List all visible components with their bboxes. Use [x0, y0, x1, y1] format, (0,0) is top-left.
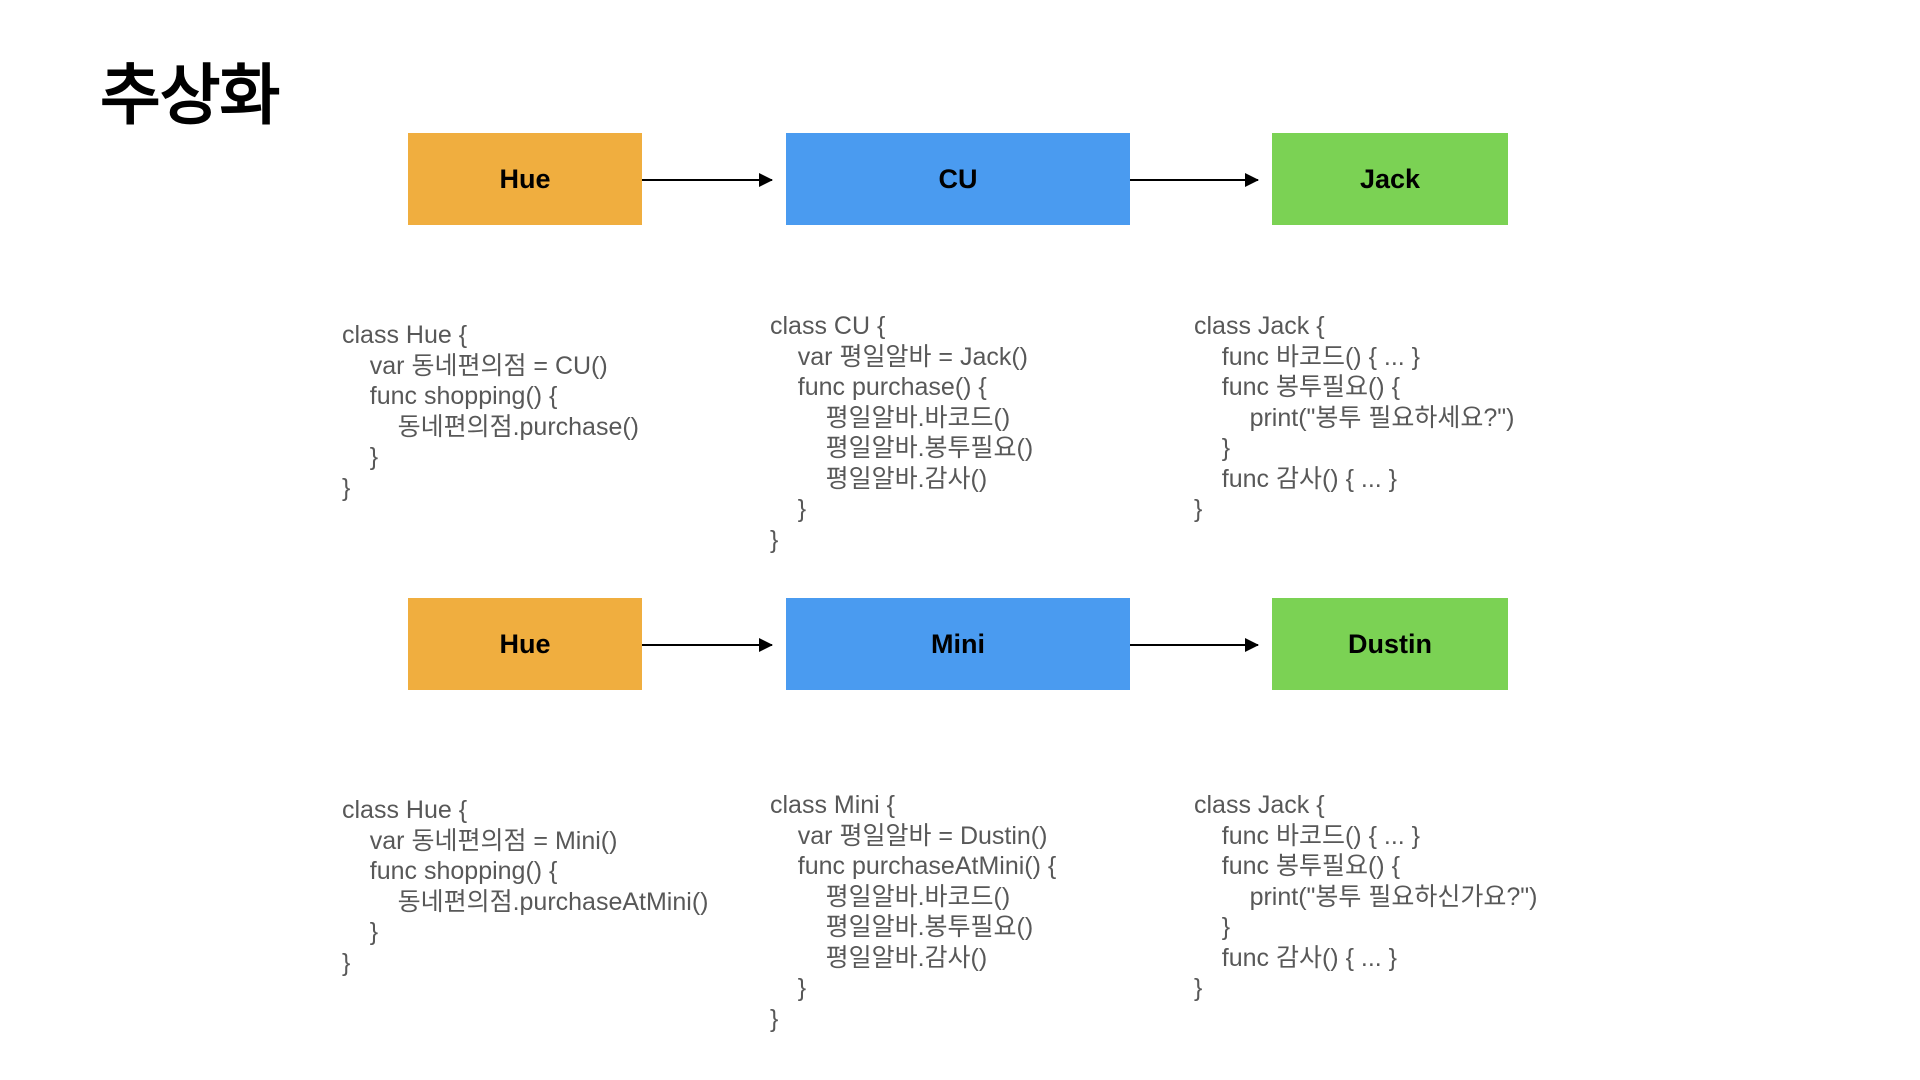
code-line: func purchase() {: [770, 373, 987, 401]
code-line: class Jack {: [1194, 312, 1325, 340]
code-line: 평일알바.감사(): [770, 464, 988, 493]
flow-node-dustin[interactable]: Dustin: [1272, 598, 1508, 690]
flow-node-jack[interactable]: Jack: [1272, 133, 1508, 225]
flow-arrow-hue-to-cu: [642, 173, 773, 187]
code-line: }: [770, 1004, 779, 1033]
code-line: }: [1194, 495, 1203, 523]
code-line: 평일알바.봉투필요(): [770, 434, 1034, 462]
flow-node-label: Jack: [1359, 163, 1421, 194]
flow-node-label: Dustin: [1348, 628, 1432, 659]
code-line: func 바코드() { ... }: [1194, 342, 1421, 371]
code-line: class Jack {: [1194, 791, 1325, 819]
code-line: func 바코드() { ... }: [1194, 821, 1421, 850]
code-line: var 평일알바 = Jack(): [770, 342, 1029, 371]
code-line: func shopping() {: [342, 382, 558, 410]
code-line: class CU {: [770, 312, 886, 340]
code-line: func purchaseAtMini() {: [770, 852, 1057, 880]
flow-node-label: CU: [938, 163, 978, 194]
code-line: func 감사() { ... }: [1194, 943, 1398, 972]
code-line: 평일알바.감사(): [770, 943, 988, 972]
code-block-class-jack: class Jack { func 바코드() { ... } func 봉투필…: [1194, 311, 1514, 525]
code-line: func shopping() {: [342, 857, 558, 885]
code-line: 평일알바.바코드(): [770, 882, 1011, 911]
code-line: 평일알바.봉투필요(): [770, 913, 1034, 941]
flow-diagram-row-2: Hue Mini Dustin: [0, 598, 1920, 690]
flow-node-label: Mini: [931, 628, 985, 659]
flow-node-hue-2[interactable]: Hue: [408, 598, 642, 690]
flow-arrow-mini-to-dustin: [1130, 638, 1259, 652]
code-line: }: [1194, 974, 1203, 1002]
code-line: print("봉투 필요하신가요?"): [1194, 882, 1538, 911]
flow-arrow-cu-to-jack: [1130, 173, 1259, 187]
code-line: func 봉투필요() {: [1194, 852, 1400, 880]
flow-node-label: Hue: [499, 628, 551, 659]
flow-node-mini[interactable]: Mini: [786, 598, 1130, 690]
code-line: class Hue {: [342, 321, 468, 349]
code-block-class-hue: class Hue { var 동네편의점 = CU() func shoppi…: [342, 320, 639, 503]
code-line: }: [342, 443, 379, 471]
code-line: print("봉투 필요하세요?"): [1194, 403, 1515, 432]
code-line: }: [342, 473, 351, 502]
flow-node-cu[interactable]: CU: [786, 133, 1130, 225]
code-line: }: [770, 495, 807, 523]
code-line: }: [770, 974, 807, 1002]
code-line: 평일알바.바코드(): [770, 403, 1011, 432]
code-block-class-mini: class Mini { var 평일알바 = Dustin() func pu…: [770, 790, 1056, 1034]
flow-diagram-row-1: Hue CU Jack: [0, 133, 1920, 225]
code-line: }: [1194, 434, 1231, 462]
code-block-class-jack-2: class Jack { func 바코드() { ... } func 봉투필…: [1194, 790, 1537, 1004]
code-line: var 동네편의점 = CU(): [342, 351, 608, 380]
page-title: 추상화: [100, 58, 280, 132]
code-line: }: [342, 948, 351, 977]
flow-arrow-hue-to-mini: [642, 638, 773, 652]
flow-node-hue[interactable]: Hue: [408, 133, 642, 225]
code-block-class-hue-mini: class Hue { var 동네편의점 = Mini() func shop…: [342, 795, 708, 978]
code-line: func 봉투필요() {: [1194, 373, 1400, 401]
code-line: 동네편의점.purchase(): [342, 412, 640, 441]
code-line: func 감사() { ... }: [1194, 464, 1398, 493]
code-line: }: [1194, 913, 1231, 941]
code-block-class-cu: class CU { var 평일알바 = Jack() func purcha…: [770, 311, 1033, 555]
code-line: 동네편의점.purchaseAtMini(): [342, 887, 709, 916]
code-line: }: [770, 525, 779, 554]
code-line: class Hue {: [342, 796, 468, 824]
code-line: class Mini {: [770, 791, 896, 819]
code-line: var 평일알바 = Dustin(): [770, 821, 1048, 850]
code-line: }: [342, 918, 379, 946]
flow-node-label: Hue: [499, 163, 551, 194]
code-line: var 동네편의점 = Mini(): [342, 826, 618, 855]
